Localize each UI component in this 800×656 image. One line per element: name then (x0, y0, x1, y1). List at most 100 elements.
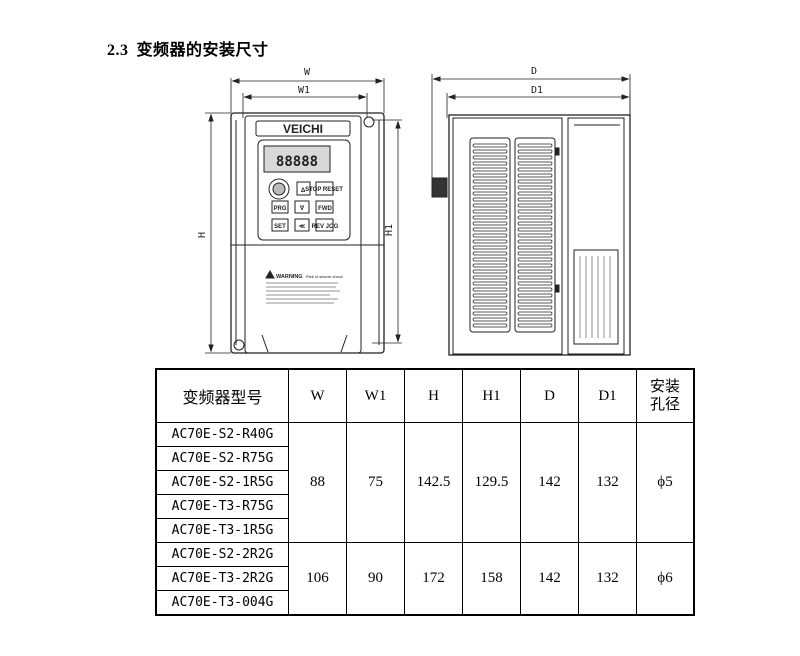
brand-logo: VEICHI (283, 122, 323, 136)
heatsink-fin (472, 317, 508, 322)
section-number: 2.3 (107, 42, 129, 59)
heatsink-fin (517, 251, 553, 256)
heatsink-fin (517, 209, 553, 214)
heatsink-fin (517, 275, 553, 280)
heatsink-fin (472, 287, 508, 292)
heatsink-fin (472, 263, 508, 268)
table-header-row: 变频器型号 W W1 H H1 D D1 安装孔径 (155, 368, 695, 423)
heatsink-fin (472, 197, 508, 202)
heatsink-fin (517, 239, 553, 244)
key-up: Δ (301, 188, 306, 194)
model-cell: AC70E-S2-R40G (155, 422, 289, 447)
table-row: AC70E-S2-R75G (155, 446, 694, 471)
heatsink-fin (517, 263, 553, 268)
model-cell: AC70E-S2-2R2G (155, 542, 289, 567)
heatsink-fin (517, 257, 553, 262)
header-hole-diameter: 安装孔径 (636, 368, 695, 423)
heatsink-fin (472, 245, 508, 250)
heatsink-fin (517, 287, 553, 292)
model-cell: AC70E-T3-1R5G (155, 518, 289, 543)
heatsink-fin (517, 185, 553, 190)
heatsink-fin (517, 221, 553, 226)
heatsink-fin (517, 161, 553, 166)
w1-cell: 90 (346, 542, 405, 616)
w-cell: 88 (288, 422, 347, 543)
heatsink-fin (517, 167, 553, 172)
heatsink-fin (517, 299, 553, 304)
heatsink-fin (472, 191, 508, 196)
key-rev-jog: REV JOG (312, 224, 339, 230)
heatsink-fin (517, 227, 553, 232)
dimension-drawings: W W1 H H1 VEICHI 88888 Δ STOP RESET PRG … (197, 66, 631, 356)
heatsink-fin (472, 173, 508, 178)
label-d: D (531, 66, 537, 77)
heatsink-fin (472, 305, 508, 310)
key-set: SET (274, 224, 286, 230)
heatsink-fin (472, 269, 508, 274)
table-row: AC70E-T3-2R2G (155, 566, 694, 591)
heatsink-fin (517, 173, 553, 178)
section-title: 变频器的安装尺寸 (136, 40, 269, 59)
table-row: AC70E-S2-2R2G 106 90 172 158 142 132 ϕ6 (155, 542, 695, 616)
header-model: 变频器型号 (155, 368, 289, 423)
h1-cell: 129.5 (462, 422, 521, 543)
key-fwd: FWD (318, 206, 332, 212)
heatsink-fin (472, 239, 508, 244)
d-cell: 142 (520, 422, 579, 543)
key-stop-reset: STOP RESET (305, 187, 343, 193)
front-view (205, 78, 402, 354)
label-w: W (304, 67, 311, 78)
heatsink-fin (472, 293, 508, 298)
heatsink-fin (472, 299, 508, 304)
heatsink-fin (517, 215, 553, 220)
warning-title: WARNING (276, 274, 303, 280)
model-cell: AC70E-S2-1R5G (155, 470, 289, 495)
label-d1: D1 (531, 85, 543, 96)
front-dimension-labels: W W1 H H1 (197, 67, 395, 238)
header-d: D (520, 368, 579, 423)
heatsink-fin (517, 191, 553, 196)
heatsink-fin (517, 269, 553, 274)
section-heading: 2.3 变频器的安装尺寸 (107, 36, 269, 60)
heatsink-fin (517, 323, 553, 328)
heatsink-fin (472, 281, 508, 286)
heatsink-fin (517, 149, 553, 154)
label-h1: H1 (384, 224, 395, 236)
heatsink-fin (472, 203, 508, 208)
heatsink-fin (472, 227, 508, 232)
header-w1: W1 (346, 368, 405, 423)
heatsink-fin (472, 251, 508, 256)
heatsink-fin (517, 155, 553, 160)
heatsink-fin (472, 167, 508, 172)
front-panel-text: VEICHI 88888 Δ STOP RESET PRG ∇ FWD SET … (273, 122, 343, 280)
side-dimension-labels: D D1 (531, 66, 543, 96)
h-cell: 142.5 (404, 422, 463, 543)
heatsink-fin (472, 233, 508, 238)
heatsink-fin (472, 179, 508, 184)
heatsink-fin (517, 281, 553, 286)
heatsink-fin (472, 257, 508, 262)
label-h: H (197, 232, 208, 238)
heatsink-fin (472, 275, 508, 280)
header-hole-line2: 孔径 (649, 397, 680, 413)
heatsink-fin (472, 149, 508, 154)
heatsink-fin (517, 203, 553, 208)
heatsink-fin (517, 311, 553, 316)
key-shift: ≪ (299, 224, 305, 230)
heatsink-fin (517, 305, 553, 310)
model-cell: AC70E-S2-R75G (155, 446, 289, 471)
key-prg: PRG (273, 206, 286, 212)
h1-cell: 158 (462, 542, 521, 616)
header-h: H (404, 368, 463, 423)
warning-subtitle: Risk of severe shock (306, 274, 343, 279)
label-w1: W1 (298, 85, 310, 96)
header-w: W (288, 368, 347, 423)
key-down: ∇ (299, 205, 305, 212)
heatsink-fin (517, 179, 553, 184)
heatsink-fin (472, 221, 508, 226)
table-row: AC70E-T3-004G (155, 590, 694, 616)
heatsink-fin (472, 143, 508, 148)
heatsink-fin (517, 143, 553, 148)
heatsink-fin (472, 215, 508, 220)
heatsink-fin (517, 233, 553, 238)
